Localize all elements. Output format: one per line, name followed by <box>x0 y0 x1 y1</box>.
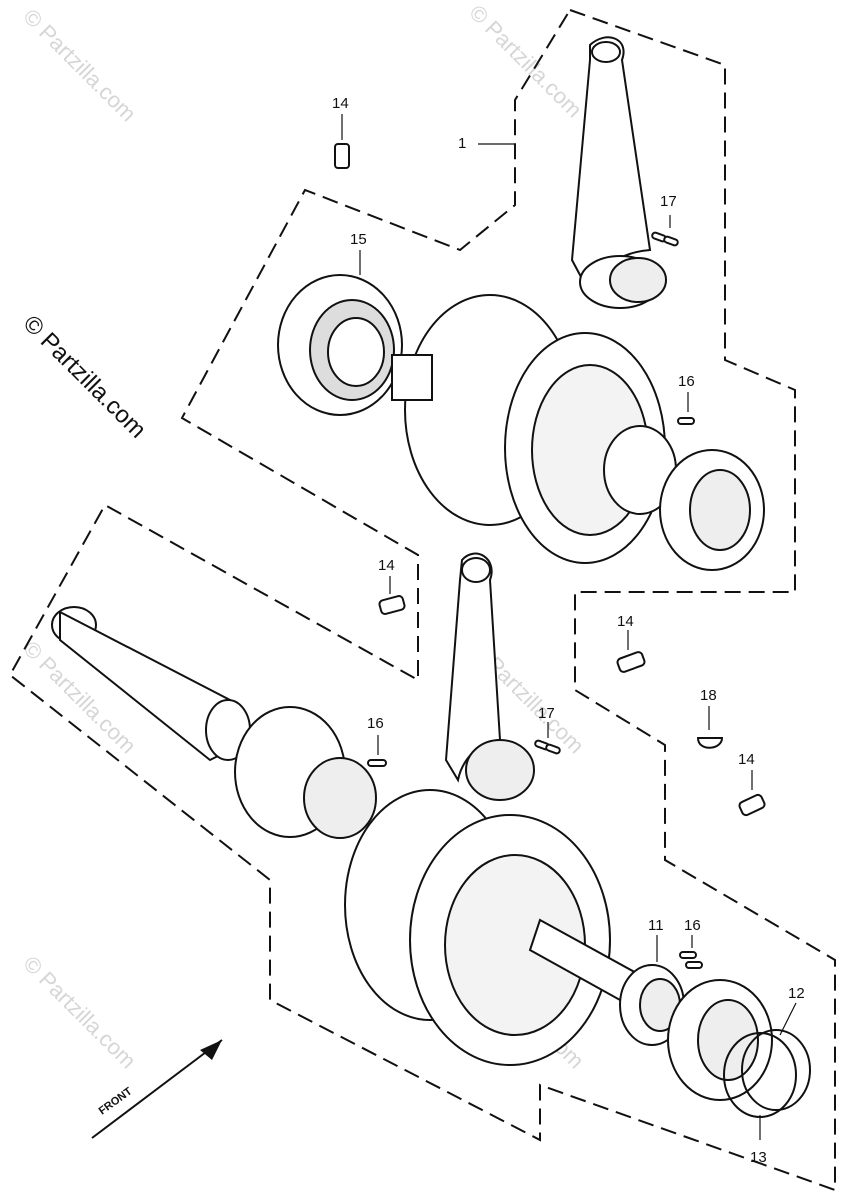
callout-14-right: 14 <box>617 613 634 630</box>
crankshaft-left-journal <box>51 606 252 762</box>
bearing-right-upper <box>659 449 765 571</box>
watermark-top-center: © Partzilla.com <box>464 0 587 122</box>
pin-part-14-lower-right <box>738 770 766 817</box>
callout-16-lower-left: 16 <box>367 715 384 732</box>
callout-14-left: 14 <box>378 557 395 574</box>
ring-part-13 <box>741 1029 811 1140</box>
callout-17-lower: 17 <box>538 705 555 722</box>
callout-15: 15 <box>350 231 367 248</box>
upper-assembly-outline <box>8 8 836 1192</box>
woodruff-key-part-18 <box>696 706 724 749</box>
pin-part-14-left <box>378 576 406 615</box>
callout-labels: 1 14 17 15 16 14 14 18 14 16 17 11 16 12… <box>332 95 805 1166</box>
watermark-left-bottom: © Partzilla.com <box>18 951 141 1074</box>
callout-16-lower-right: 16 <box>684 917 701 934</box>
connecting-rod-lower <box>444 552 535 801</box>
callout-18: 18 <box>700 687 717 704</box>
key-part-17-upper <box>651 215 679 247</box>
callout-1: 1 <box>458 135 466 152</box>
bearing-lower-right <box>667 979 773 1101</box>
watermark-main: © Partzilla.com <box>18 310 151 443</box>
dowel-part-16-lower-right <box>679 935 703 969</box>
callout-13: 13 <box>750 1149 767 1166</box>
pin-part-14-right <box>616 630 646 673</box>
callout-17-upper: 17 <box>660 193 677 210</box>
callout-16-upper: 16 <box>678 373 695 390</box>
callout-14-lower-right: 14 <box>738 751 755 768</box>
crank-assembly-upper <box>391 294 677 564</box>
pin-part-14-top <box>334 114 350 169</box>
watermark-top-left: © Partzilla.com <box>18 4 141 127</box>
dowel-part-16-lower-left <box>367 735 387 767</box>
callout-14-top: 14 <box>332 95 349 112</box>
front-label: FRONT <box>97 1085 135 1117</box>
crank-assembly-lower <box>344 789 642 1066</box>
callout-12: 12 <box>788 985 805 1002</box>
connecting-rod-part-1-upper <box>478 36 667 309</box>
dowel-part-16-upper <box>677 392 695 425</box>
key-part-17-lower <box>534 722 561 755</box>
callout-11: 11 <box>648 917 664 934</box>
bearing-lower-left <box>234 706 377 839</box>
needle-bearing-part-11 <box>619 935 685 1046</box>
bearing-part-15 <box>277 250 403 416</box>
